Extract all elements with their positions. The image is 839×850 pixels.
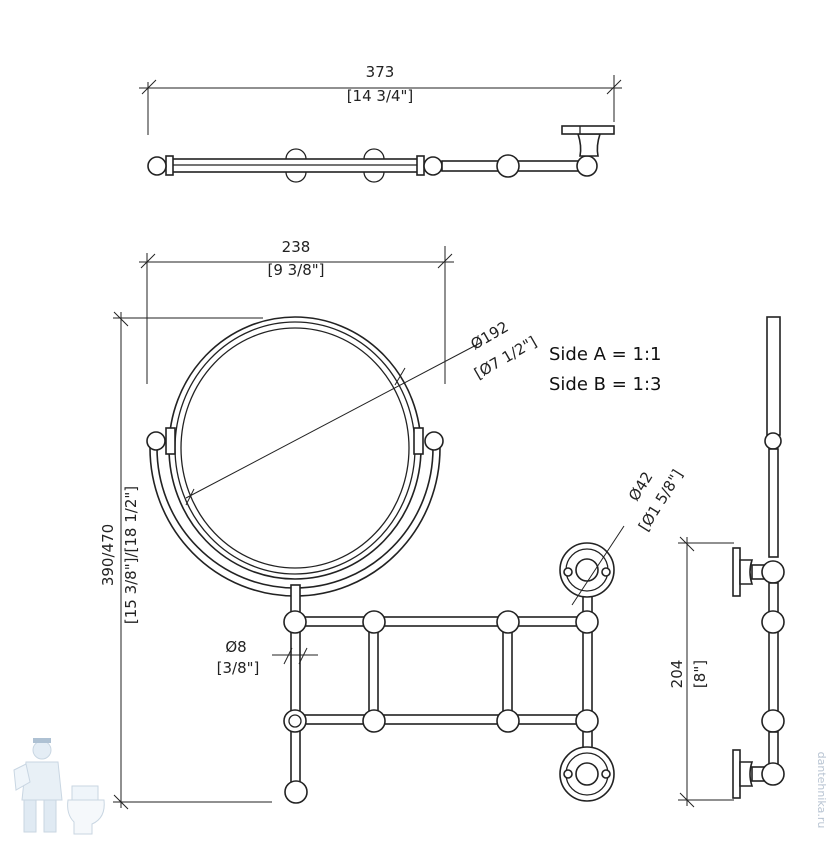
top-view: 373 [14 3/4"] (139, 63, 622, 183)
rod-diameter-inch: [3/8"] (217, 659, 260, 677)
height-inch: [15 3/8"]/[18 1/2"] (122, 486, 140, 624)
side-a-note: Side A = 1:1 (549, 344, 661, 365)
plumber-logo (13, 738, 105, 835)
mirror-width-inch: [9 3/8"] (267, 261, 324, 279)
mount-spacing-mm: 204 (668, 660, 686, 689)
mount-spacing-inch: [8"] (691, 660, 709, 688)
side-view: 204 [8"] (668, 316, 785, 808)
watermark-text: dantehnika.ru (815, 752, 828, 829)
mirror-width-mm: 238 (282, 238, 311, 256)
rod-diameter-mm: Ø8 (225, 638, 246, 656)
side-b-note: Side B = 1:3 (549, 374, 662, 395)
front-view: 238 [9 3/8"] 390/470 [15 3/8"]/[18 1/2"]… (99, 238, 687, 810)
overall-width-mm: 373 (366, 63, 395, 81)
height-mm: 390/470 (99, 524, 117, 586)
overall-width-inch: [14 3/4"] (347, 87, 414, 105)
